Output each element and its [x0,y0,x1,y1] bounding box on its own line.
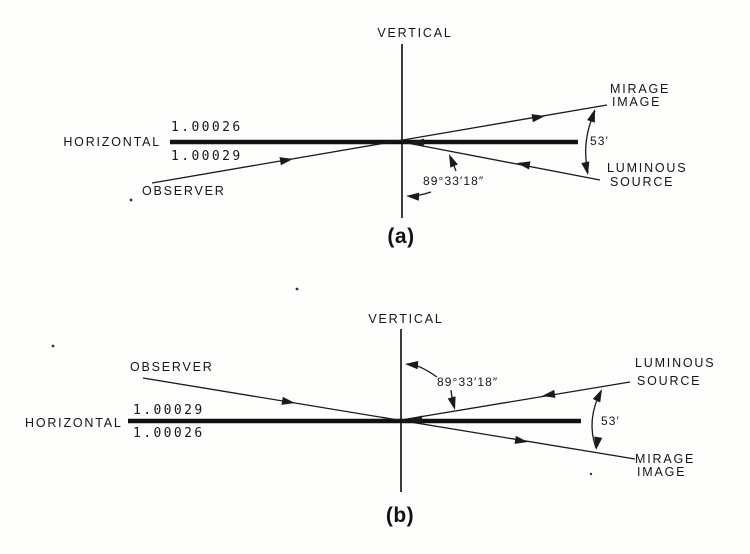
source-ray [400,381,631,421]
angle-from-vertical-label: 89°33′18″ [423,174,484,188]
mirage-image-label-line1: MIRAGE [610,82,670,96]
observer-label: OBSERVER [130,360,214,374]
arc-arrow-icon [581,161,593,176]
arc-arrow-icon [587,107,599,123]
speck [589,472,593,476]
leader-arrow-icon [405,191,420,201]
speck [51,344,55,348]
mirage-image-label-line1: MIRAGE [635,452,695,466]
leader-arrow-icon [447,396,459,412]
refractive-index-below: 1.00026 [133,426,205,441]
horizontal-label: HORIZONTAL [63,135,161,149]
sight-arrow-icon [531,111,546,123]
panel-b-caption: (b) [386,504,414,527]
angular-separation-label: 53′ [590,134,609,148]
refractive-index-above: 1.00026 [171,120,243,135]
luminous-source-label-line2: SOURCE [610,175,674,189]
ray-arrow-icon [541,389,556,401]
refractive-index-below: 1.00029 [171,149,243,164]
panel-b: VERTICAL HORIZONTAL 1.00029 1.00026 OBSE… [25,312,715,527]
vertical-axis-label: VERTICAL [377,26,452,40]
leader-arrow-icon [404,359,419,370]
horizontal-label: HORIZONTAL [25,416,123,430]
speck [295,287,299,291]
sight-line [151,104,608,184]
vertical-axis-label: VERTICAL [368,312,443,326]
observer-label: OBSERVER [142,184,226,198]
angular-separation-label: 53′ [601,414,620,428]
angle-from-vertical-label: 89°33′18″ [437,375,498,389]
panel-a-caption: (a) [387,225,414,248]
leader-arrow-icon [445,152,458,168]
source-ray [401,141,601,181]
scan-specks [51,198,593,476]
luminous-source-label-line2: SOURCE [637,374,701,388]
panel-a: VERTICAL HORIZONTAL 1.00026 1.00029 OBSE… [63,26,687,248]
speck [129,198,133,202]
luminous-source-label-line1: LUMINOUS [635,356,715,370]
refractive-index-above: 1.00029 [133,403,205,418]
luminous-source-label-line1: LUMINOUS [607,161,687,175]
sight-arrow-icon [281,396,296,408]
mirage-image-label-line2: IMAGE [612,95,661,109]
sight-line [142,377,636,460]
mirage-image-label-line2: IMAGE [637,465,686,479]
arc-arrow-icon [592,387,606,403]
sight-arrow-icon [279,154,294,166]
